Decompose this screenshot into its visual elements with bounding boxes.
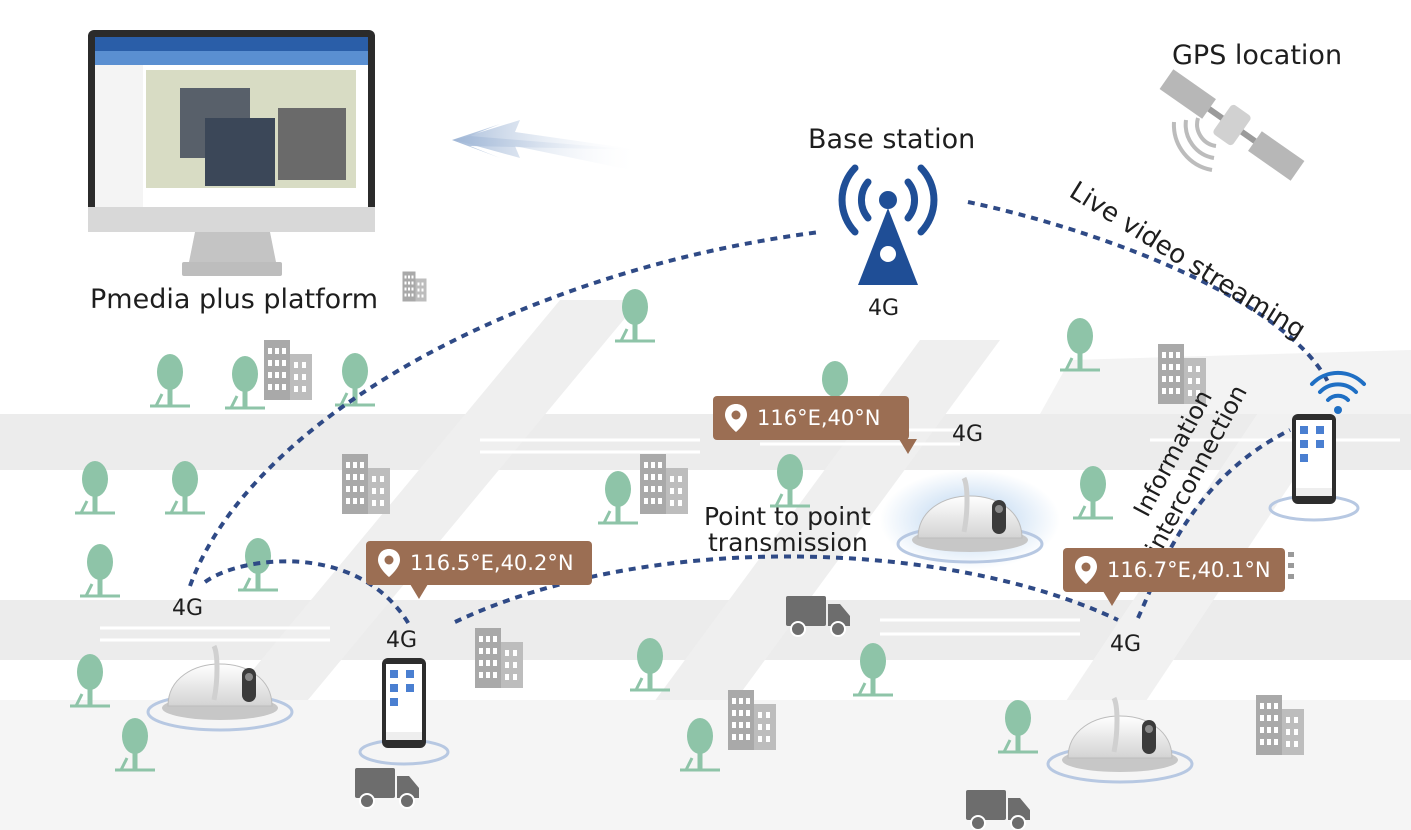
link-lines <box>188 200 1332 628</box>
p2p-label-line1: Point to point <box>704 502 871 531</box>
base-station-label: Base station <box>808 124 976 155</box>
coordinate-text-center: 116°E,40°N <box>757 406 881 430</box>
helmet-camera-icon <box>148 470 1192 782</box>
wifi-icon <box>1310 370 1366 414</box>
network-tag-left-helmet: 4G <box>172 596 204 621</box>
radio-tower-icon <box>838 164 938 285</box>
location-pin-icon <box>378 549 400 577</box>
coordinate-text-left: 116.5°E,40.2°N <box>410 551 574 575</box>
monitor-icon <box>88 30 375 276</box>
location-pin-icon <box>725 404 747 432</box>
location-pin-icon <box>1075 556 1097 584</box>
network-tag-center: 4G <box>952 422 984 447</box>
coordinate-bubble-left: 116.5°E,40.2°N <box>366 541 592 599</box>
satellite-icon <box>1159 69 1305 181</box>
coordinate-text-right: 116.7°E,40.1°N <box>1107 558 1271 582</box>
coordinate-bubble-right: 116.7°E,40.1°N <box>1063 548 1285 606</box>
gps-label: GPS location <box>1172 40 1343 71</box>
p2p-label-line2: transmission <box>708 528 868 557</box>
platform-label: Pmedia plus platform <box>90 284 379 315</box>
signal-dots <box>1288 552 1294 579</box>
base-station-network-label: 4G <box>868 296 900 321</box>
network-tag-left-phone: 4G <box>386 628 418 653</box>
coordinate-bubble-center: 116°E,40°N <box>713 396 917 454</box>
network-tag-right: 4G <box>1110 632 1142 657</box>
